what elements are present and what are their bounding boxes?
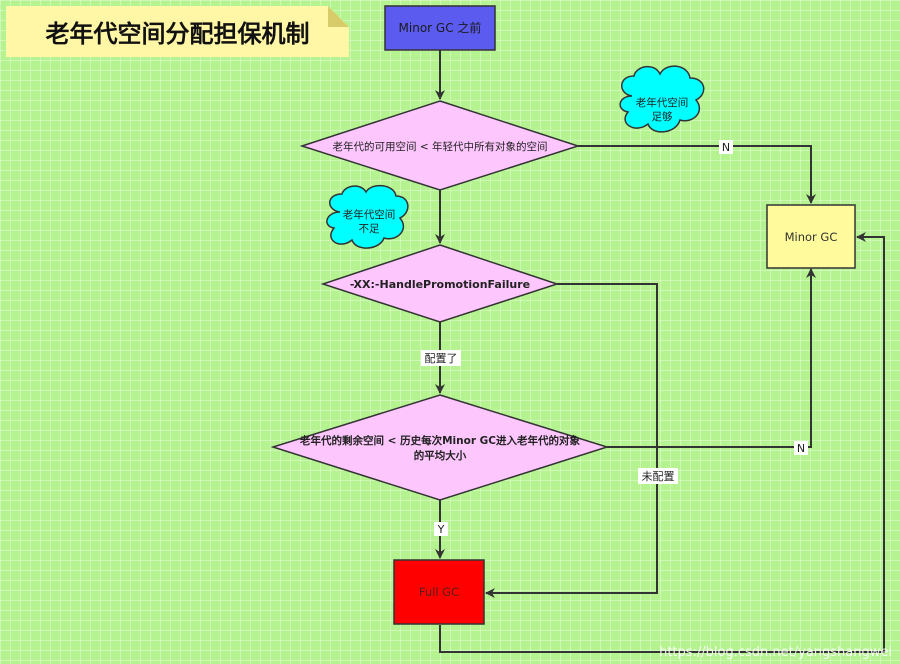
edge-cond1-no — [578, 145, 816, 204]
decision-remaining-vs-average-label-line2: 的平均大小 — [414, 449, 467, 462]
cloud-old-space-enough-line1: 老年代空间 — [636, 96, 689, 109]
edge-label-n2: N — [794, 441, 808, 455]
full-gc-label: Full GC — [419, 585, 459, 599]
cloud-old-space-short — [326, 184, 409, 249]
decision-handle-promotion-failure — [320, 244, 560, 323]
decision-old-space-vs-young — [299, 100, 581, 191]
edge-label-y: Y — [434, 522, 448, 536]
minor-gc-label: Minor GC — [785, 230, 838, 244]
cloud-old-space-enough-line2: 足够 — [652, 111, 673, 123]
decision-old-space-vs-young-label: 老年代的可用空间 < 年轻代中所有对象的空间 — [333, 140, 548, 153]
cloud-old-space-short-line1: 老年代空间 — [343, 208, 396, 221]
decision-remaining-vs-average — [270, 394, 610, 501]
watermark: https://blog.csdn.net/yangshangwei — [659, 645, 892, 660]
edge-label-n1: N — [719, 140, 733, 154]
edge-label-configured: 配置了 — [421, 350, 461, 366]
edge-cond3-no — [607, 268, 816, 448]
decision-remaining-vs-average-label-line1: 老年代的剩余空间 < 历史每次Minor GC进入老年代的对象 — [299, 434, 581, 447]
decision-handle-promotion-failure-label: -XX:-HandlePromotionFailure — [350, 278, 530, 291]
edge-fullgc-to-minorgc — [439, 232, 885, 653]
cloud-old-space-short-line2: 不足 — [359, 223, 380, 235]
edge-label-configured-text: 配置了 — [425, 352, 458, 365]
edge-label-n1-text: N — [722, 141, 730, 154]
minor-gc-node — [766, 204, 856, 269]
start-node-label: Minor GC 之前 — [399, 20, 482, 35]
title-note: 老年代空间分配担保机制 — [6, 6, 349, 57]
edge-cond2-not-configured — [485, 283, 658, 598]
edge-label-n2-text: N — [797, 442, 805, 455]
full-gc-node — [393, 559, 485, 625]
edge-label-y-text: Y — [437, 523, 445, 536]
start-node — [384, 5, 496, 51]
cloud-old-space-enough — [619, 65, 705, 133]
edge-label-not-configured-text: 未配置 — [642, 470, 675, 483]
edge-label-not-configured: 未配置 — [638, 468, 678, 484]
diagram-title: 老年代空间分配担保机制 — [45, 20, 310, 48]
